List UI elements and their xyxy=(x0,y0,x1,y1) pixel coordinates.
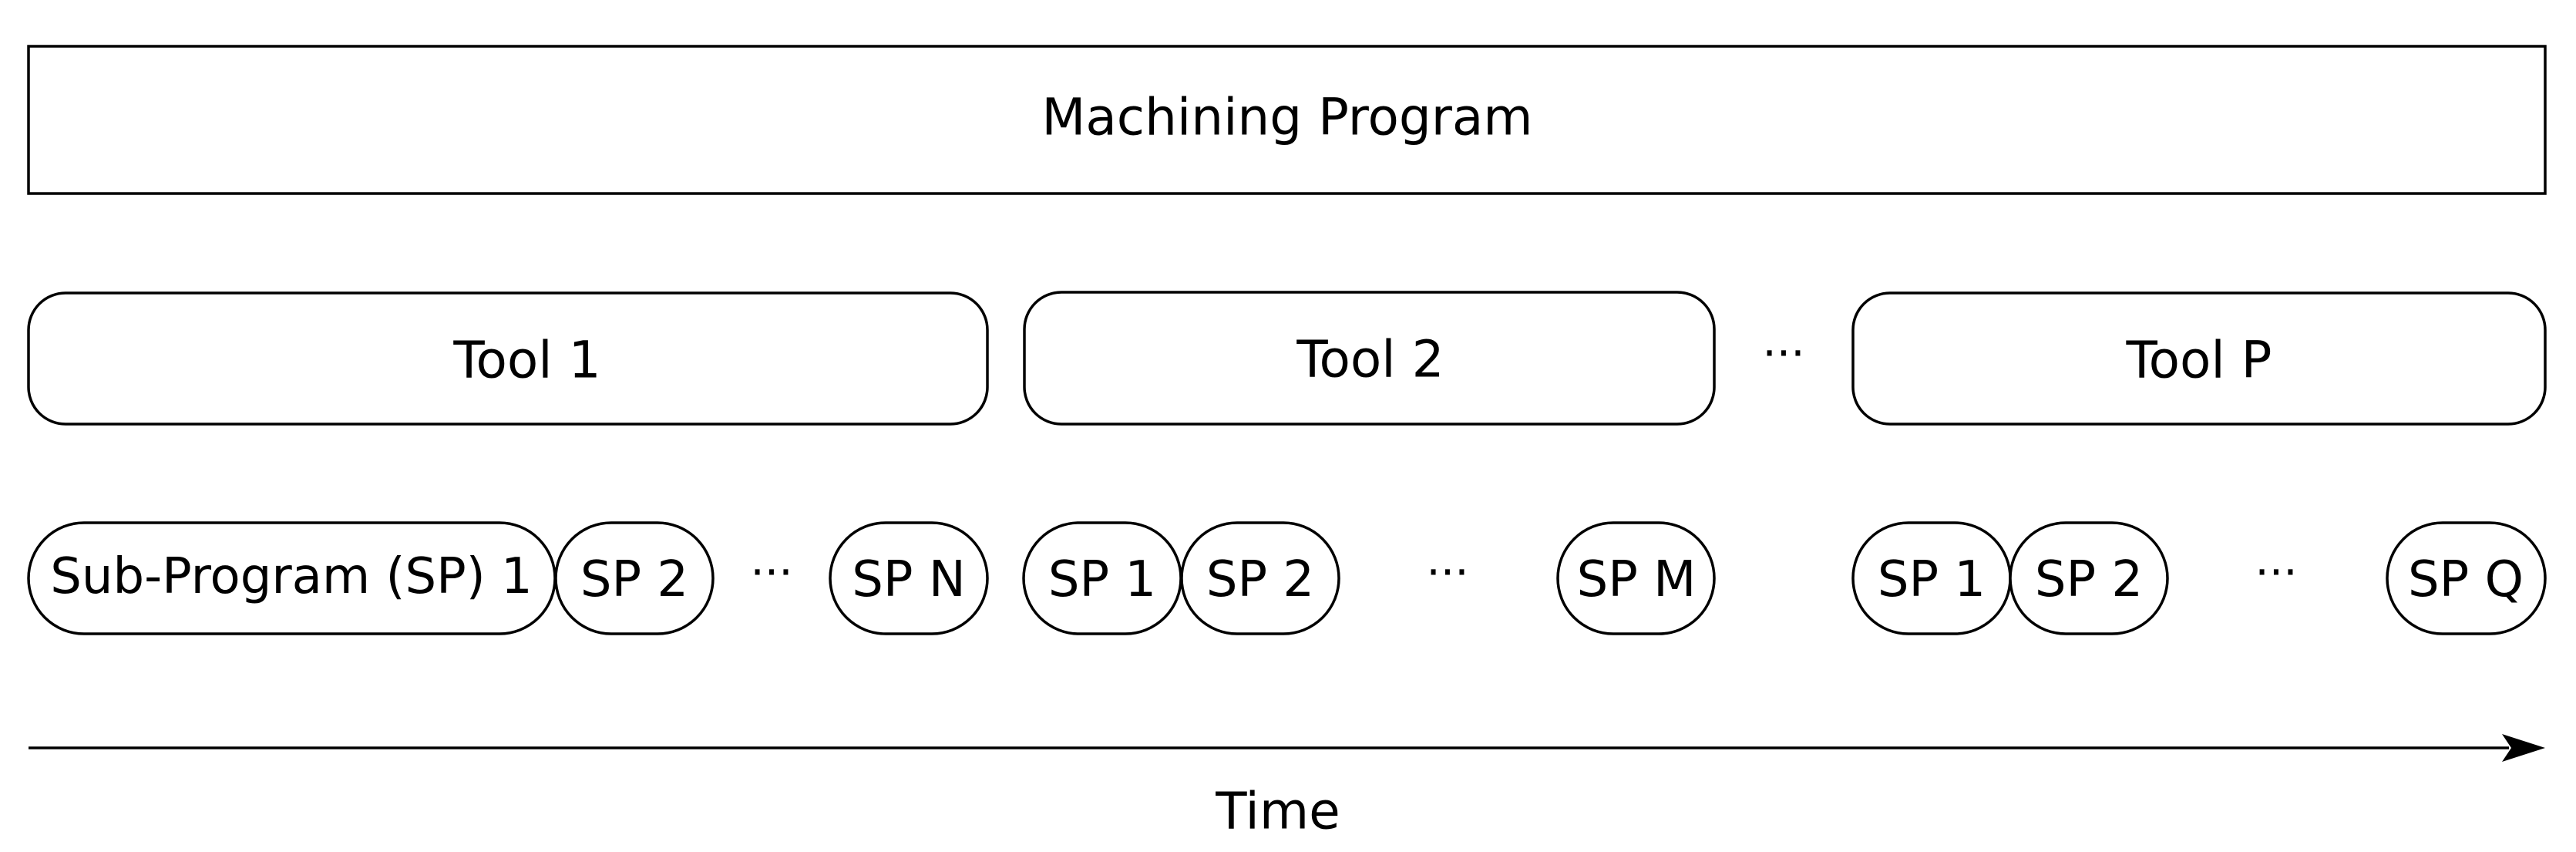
subprogram-ellipsis: ··· xyxy=(2255,546,2297,598)
subprogram-pill-label: SP 1 xyxy=(1048,551,1156,608)
subprogram-pill-label: SP 2 xyxy=(580,551,688,608)
subprogram-pill-rect xyxy=(2009,521,2169,635)
time-axis-label: Time xyxy=(1215,782,1340,841)
tool-p-label: Tool P xyxy=(2126,331,2272,390)
tool-1-label: Tool 1 xyxy=(452,331,600,390)
subprogram-pill: SP 2 xyxy=(2009,521,2169,635)
subprogram-pill: SP N xyxy=(829,521,989,635)
subprogram-pill-rect xyxy=(554,521,715,635)
subprogram-pill-label: SP 2 xyxy=(2035,551,2143,608)
subprogram-pill-rect xyxy=(2386,521,2547,635)
subprogram-pill-rect xyxy=(829,521,989,635)
subprogram-pill: SP Q xyxy=(2386,521,2547,635)
tool-row: Tool 1 Tool 2 ··· Tool P xyxy=(27,291,2547,426)
subprogram-ellipsis: ··· xyxy=(750,546,792,598)
tool-box-2: Tool 2 xyxy=(1023,291,1716,426)
subprogram-pill: SP 1 xyxy=(1022,521,1182,635)
tools-ellipsis: ··· xyxy=(1762,327,1804,379)
subprogram-pill: Sub-Program (SP) 1 xyxy=(27,521,557,635)
tool-box-1: Tool 1 xyxy=(27,291,989,426)
time-axis: Time xyxy=(29,734,2545,841)
tool-p-rect xyxy=(1851,291,2547,426)
tool-box-p: Tool P xyxy=(1851,291,2547,426)
subprogram-pill: SP 2 xyxy=(1180,521,1340,635)
machining-program-box: Machining Program xyxy=(27,45,2547,195)
subprogram-pill-label: SP Q xyxy=(2408,551,2524,608)
subprogram-pill: SP M xyxy=(1556,521,1716,635)
machining-program-label: Machining Program xyxy=(1041,88,1532,147)
tool-1-rect xyxy=(27,291,989,426)
subprogram-row: Sub-Program (SP) 1 SP 2 ··· SP N SP 1 SP… xyxy=(27,521,2547,635)
subprogram-pill-rect xyxy=(1180,521,1340,635)
subprogram-pill-label: SP N xyxy=(852,551,965,608)
subprogram-pill-label: SP 1 xyxy=(1878,551,1986,608)
subprogram-pill-rect xyxy=(1556,521,1716,635)
tool-2-rect xyxy=(1023,291,1716,426)
subprogram-pill: SP 1 xyxy=(1851,521,2012,635)
subprogram-ellipsis: ··· xyxy=(1426,546,1468,598)
time-axis-arrowhead-icon xyxy=(2502,734,2545,762)
machining-program-rect xyxy=(27,45,2547,195)
subprogram-pill-label: SP M xyxy=(1577,551,1697,608)
subprogram-pill: SP 2 xyxy=(554,521,715,635)
subprogram-pill-label: SP 2 xyxy=(1206,551,1314,608)
subprogram-pill-label: Sub-Program (SP) 1 xyxy=(50,548,533,605)
tool-2-label: Tool 2 xyxy=(1296,330,1444,389)
